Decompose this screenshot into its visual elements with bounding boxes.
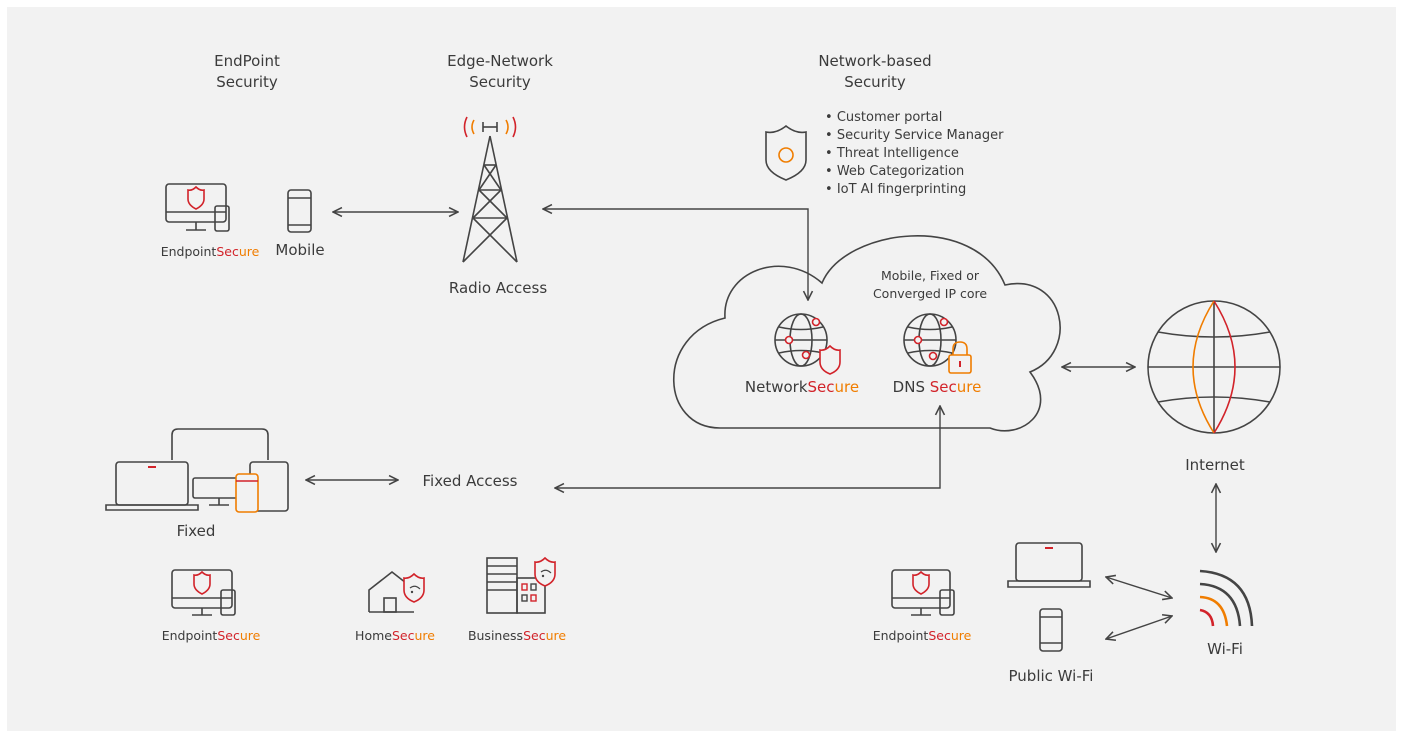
product-dns-secure: DNS Secure (893, 378, 982, 396)
label-wifi: Wi-Fi (1207, 640, 1243, 658)
product-network-secure: NetworkSecure (745, 378, 859, 396)
feature-item: • Security Service Manager (825, 128, 1004, 143)
label-cloud-line2: Converged IP core (873, 286, 987, 301)
building-icon (486, 556, 556, 614)
label-internet: Internet (1185, 456, 1245, 474)
globe-icon (1147, 300, 1281, 434)
header-network-line1: Network-based (818, 52, 931, 70)
link-laptop-wifi (1106, 577, 1172, 598)
cloud-icon (672, 235, 1061, 432)
product-endpoint-secure-top: EndpointSecure (161, 244, 260, 259)
radio-tower-icon (462, 116, 518, 263)
mobile-icon (287, 189, 312, 233)
link-access-core (555, 406, 940, 488)
label-mobile: Mobile (275, 241, 324, 259)
fixed-devices-icon (105, 428, 289, 513)
header-edge-line1: Edge-Network (447, 52, 553, 70)
feature-item: • Web Categorization (825, 164, 964, 179)
label-fixed: Fixed (177, 522, 216, 540)
laptop-icon (1007, 542, 1091, 588)
lock-icon (948, 341, 972, 374)
feature-item: • Customer portal (825, 110, 942, 125)
label-fixed-access: Fixed Access (423, 472, 518, 490)
link-mobile-wifi (1106, 616, 1172, 639)
label-public-wifi: Public Wi-Fi (1009, 667, 1094, 685)
feature-item: • Threat Intelligence (825, 146, 959, 161)
header-endpoint-line1: EndPoint (214, 52, 280, 70)
diagram-background (7, 7, 1396, 731)
dns-globe-icon (903, 313, 957, 367)
product-home-secure: HomeSecure (355, 628, 435, 643)
header-network-line2: Security (844, 73, 906, 91)
feature-list: • Customer portal • Security Service Man… (825, 110, 1004, 197)
network-globe-icon (774, 313, 841, 375)
link-radio-core (543, 209, 808, 300)
header-edge-line2: Security (469, 73, 531, 91)
product-business-secure: BusinessSecure (468, 628, 566, 643)
product-endpoint-secure-wifi: EndpointSecure (873, 628, 972, 643)
label-cloud-line1: Mobile, Fixed or (881, 268, 980, 283)
house-icon (368, 570, 425, 613)
label-radio-access: Radio Access (449, 279, 547, 297)
network-shield-icon (765, 124, 807, 181)
desktop-icon (891, 569, 955, 616)
desktop-icon (171, 569, 236, 616)
desktop-icon (165, 183, 230, 232)
feature-item: • IoT AI fingerprinting (825, 182, 966, 197)
mobile-icon (1039, 608, 1063, 652)
wifi-icon (1199, 569, 1254, 627)
header-endpoint-line2: Security (216, 73, 278, 91)
product-endpoint-secure-bottom: EndpointSecure (162, 628, 261, 643)
